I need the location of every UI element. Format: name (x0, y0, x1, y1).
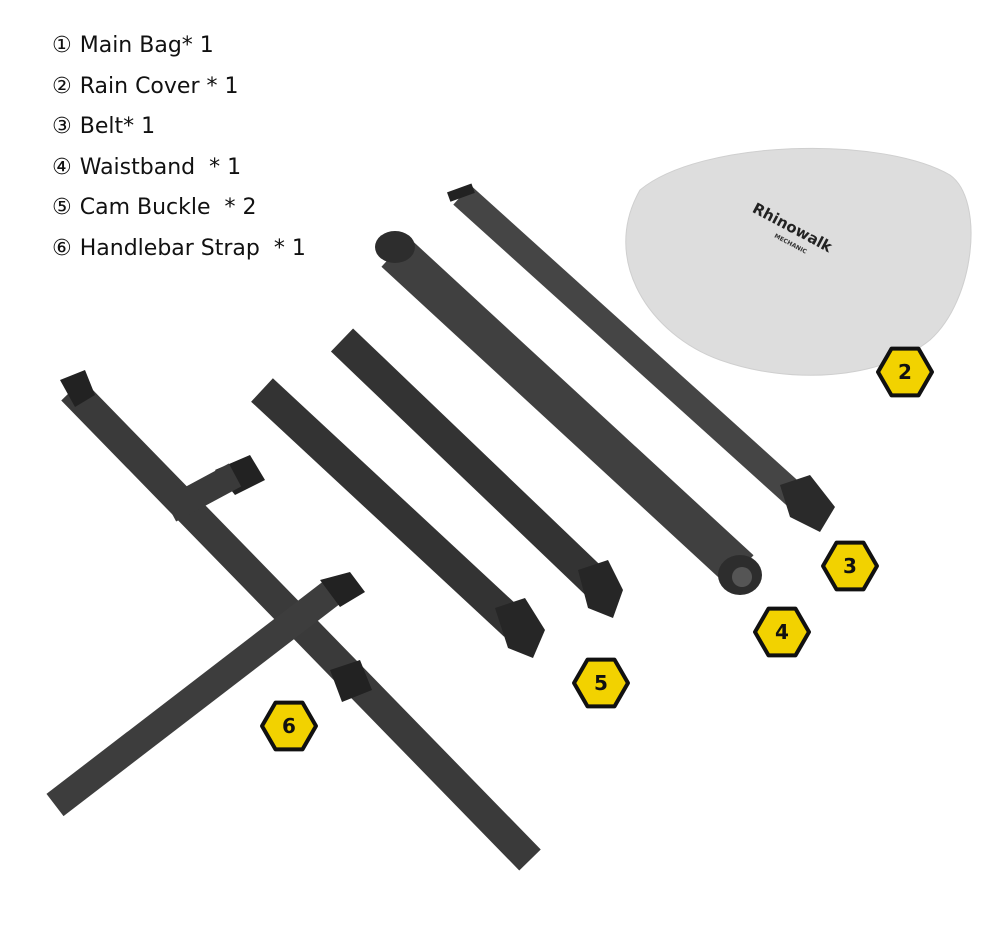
hexagon-badge-shape (260, 700, 318, 752)
hexagon-badge-shape (821, 540, 879, 592)
badge-number: 4 (775, 620, 789, 644)
hexagon-badge-shape (753, 606, 811, 658)
number-badge-2: 2 (876, 346, 934, 398)
waistband-strap (375, 231, 762, 595)
cam-buckle-strap (330, 328, 623, 618)
badge-number: 3 (843, 554, 857, 578)
cam-buckle-strap (251, 378, 545, 658)
number-badge-6: 6 (260, 700, 318, 752)
number-badge-3: 3 (821, 540, 879, 592)
belt-strap (447, 183, 835, 532)
badge-number: 6 (282, 714, 296, 738)
number-badge-4: 4 (753, 606, 811, 658)
badge-number: 5 (594, 671, 608, 695)
rain-cover: Rhinowalk MECHANIC (625, 147, 972, 376)
handlebar-strap (46, 572, 372, 817)
badge-number: 2 (898, 360, 912, 384)
hexagon-badge-shape (572, 657, 630, 709)
number-badge-5: 5 (572, 657, 630, 709)
hexagon-badge-shape (876, 346, 934, 398)
